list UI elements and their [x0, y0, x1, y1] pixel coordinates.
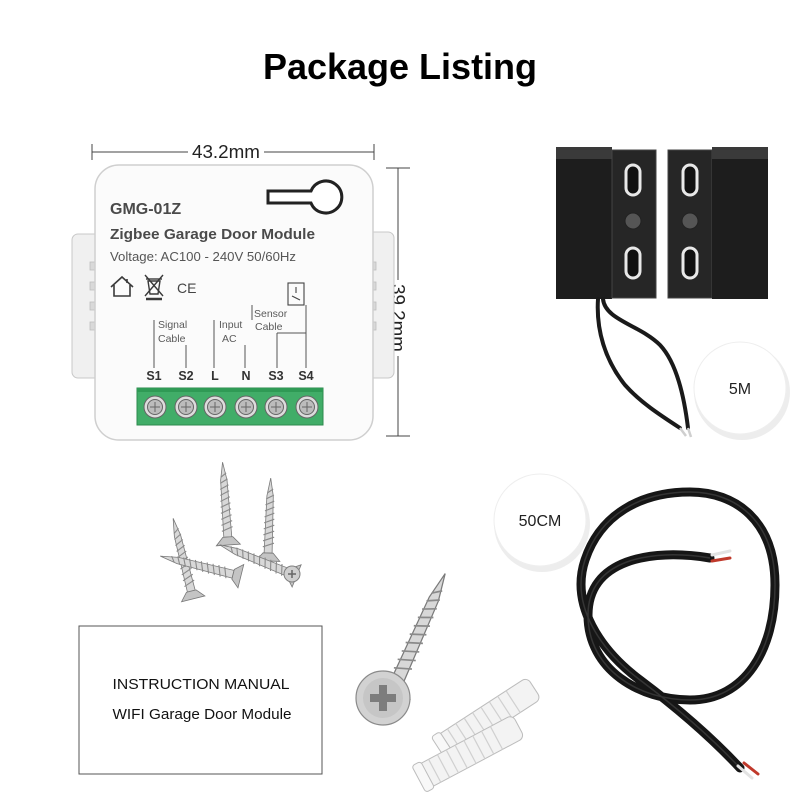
mount-slot: [681, 246, 699, 280]
terminal-screw: [203, 395, 227, 419]
terminal-screw: [234, 395, 258, 419]
sensor-contact-icon: [287, 282, 305, 306]
terminal-screw: [174, 395, 198, 419]
module-voltage: Voltage: AC100 - 240V 50/60Hz: [110, 249, 296, 264]
sensor-cable-label: Cable: [255, 321, 283, 333]
extension-cable-length-badge: 50CM: [493, 473, 590, 572]
house-icon: [110, 275, 134, 297]
mount-slot: [624, 246, 642, 280]
module-body: [94, 164, 374, 441]
terminal-label-n: N: [241, 369, 250, 383]
sensor-cable-length-badge: 5M: [693, 341, 790, 440]
wall-anchor: [412, 716, 524, 792]
extension-cable-length: 50CM: [519, 513, 562, 530]
mounting-screws: [156, 460, 302, 603]
terminal-screw: [264, 395, 288, 419]
phillips-head-icon: [283, 565, 301, 583]
mount-hole: [624, 212, 642, 230]
terminal-screw: [143, 395, 167, 419]
wire-tip: [686, 427, 693, 438]
sensor-wires: [595, 297, 690, 430]
terminal-block: [136, 387, 324, 426]
sensor-cable-length: 5M: [729, 381, 751, 398]
extension-cable: [576, 487, 780, 780]
mount-slot: [681, 163, 699, 197]
sensor-body-right: [712, 147, 768, 299]
terminal-label-s1: S1: [146, 369, 161, 383]
crossed-bin-icon: [144, 274, 164, 301]
page-title: Package Listing: [263, 46, 537, 87]
input-ac-label: AC: [222, 333, 237, 345]
garage-door-module: 43.2mm 39.2mm GMG-01Z Zigbe: [71, 140, 410, 441]
magnetic-door-sensor: [556, 147, 768, 438]
terminal-label-s3: S3: [268, 369, 283, 383]
wiring-lines: [153, 305, 307, 368]
screw: [255, 477, 284, 562]
mount-slot: [624, 163, 642, 197]
wire-tip: [679, 427, 687, 437]
mount-hole: [681, 212, 699, 230]
signal-cable-label: Cable: [158, 333, 186, 345]
terminal-label-s4: S4: [298, 369, 313, 383]
width-dimension: 43.2mm: [91, 140, 375, 162]
sensor-body-left: [556, 147, 612, 299]
manual-subtitle: WIFI Garage Door Module: [113, 706, 292, 723]
terminal-screw: [295, 395, 319, 419]
instruction-manual: INSTRUCTION MANUAL WIFI Garage Door Modu…: [78, 625, 323, 775]
cable-stripped-end: [710, 549, 732, 563]
manual-title: INSTRUCTION MANUAL: [113, 676, 290, 693]
terminal-label-s2: S2: [178, 369, 193, 383]
cable-stripped-end: [736, 761, 760, 780]
phillips-head-icon: [355, 670, 411, 726]
screw: [210, 460, 241, 547]
module-name: Zigbee Garage Door Module: [110, 227, 315, 243]
input-label: Input: [219, 319, 242, 331]
signal-label: Signal: [158, 319, 187, 331]
width-label: 43.2mm: [192, 142, 260, 162]
keyhole-icon: [266, 179, 344, 215]
module-model: GMG-01Z: [110, 201, 181, 218]
wall-screw-and-anchors: [355, 565, 540, 792]
ce-mark: CE: [177, 280, 196, 296]
terminal-label-l: L: [211, 369, 219, 383]
sensor-label: Sensor: [254, 308, 288, 320]
